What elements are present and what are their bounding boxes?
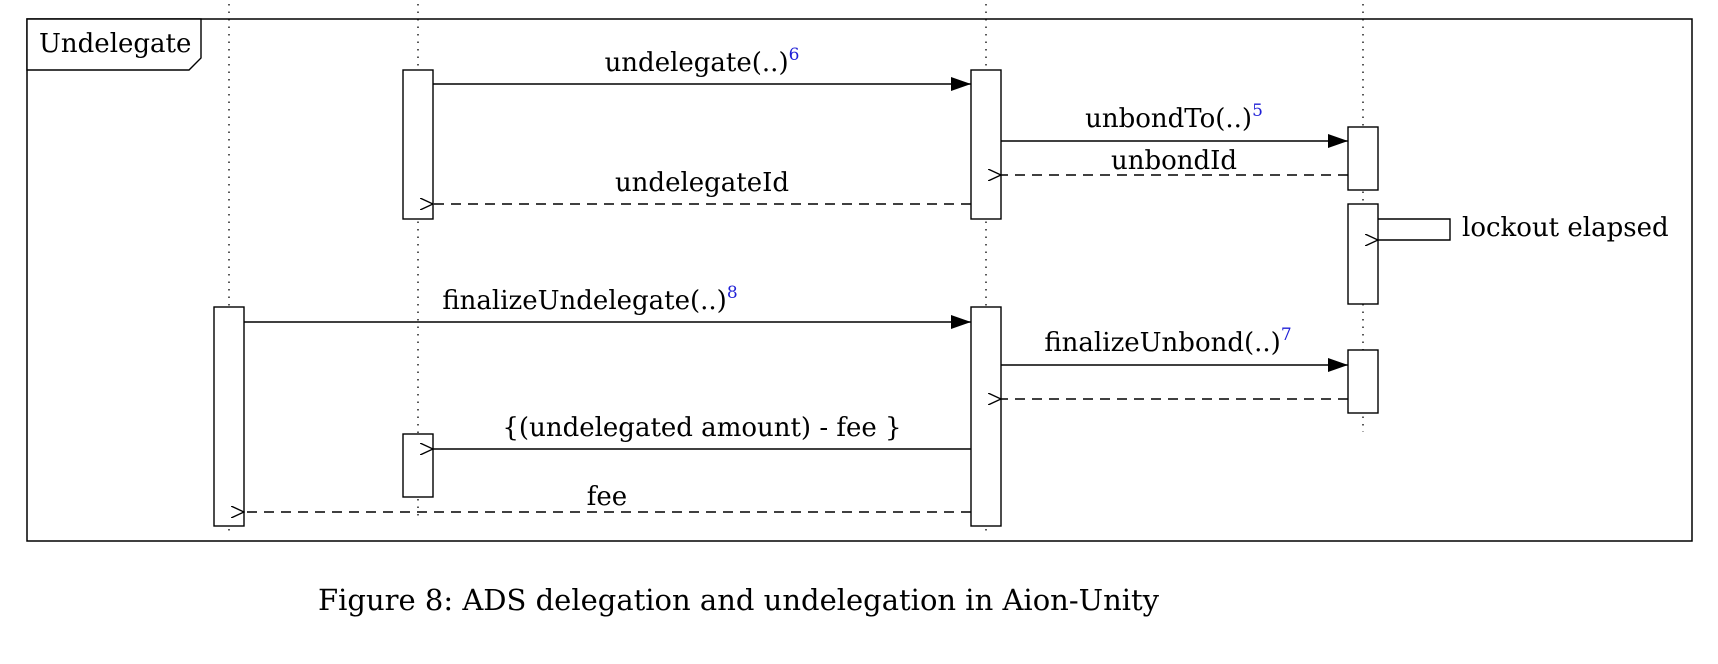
message-label: {(undelegated amount) - fee } — [502, 413, 901, 443]
activation-box — [1347, 126, 1379, 191]
figure-caption: Figure 8: ADS delegation and undelegatio… — [318, 583, 1160, 617]
message-label: lockout elapsed — [1462, 213, 1669, 243]
footnote-ref: 8 — [727, 283, 738, 303]
activation-box — [402, 69, 434, 220]
message-label: undelegate(..)6 — [605, 45, 800, 78]
activation-box — [1347, 203, 1379, 305]
activation-box — [402, 433, 434, 498]
message-label: finalizeUndelegate(..)8 — [442, 283, 737, 316]
message-label: finalizeUnbond(..)7 — [1044, 325, 1291, 358]
activation-box — [970, 306, 1002, 527]
message-label: fee — [587, 482, 627, 512]
footnote-ref: 5 — [1252, 101, 1263, 121]
message-label: undelegateId — [615, 168, 789, 198]
footnote-ref: 6 — [789, 45, 800, 65]
self-message-arrow — [1378, 218, 1451, 240]
frame-title: Undelegate — [39, 29, 191, 59]
footnote-ref: 7 — [1281, 325, 1292, 345]
activation-box — [213, 306, 245, 527]
frame-tag — [26, 18, 202, 71]
frame-border — [26, 18, 1693, 542]
activation-box — [970, 69, 1002, 220]
message-label: unbondTo(..)5 — [1085, 101, 1263, 134]
activation-box — [1347, 349, 1379, 414]
message-label: unbondId — [1111, 146, 1237, 176]
